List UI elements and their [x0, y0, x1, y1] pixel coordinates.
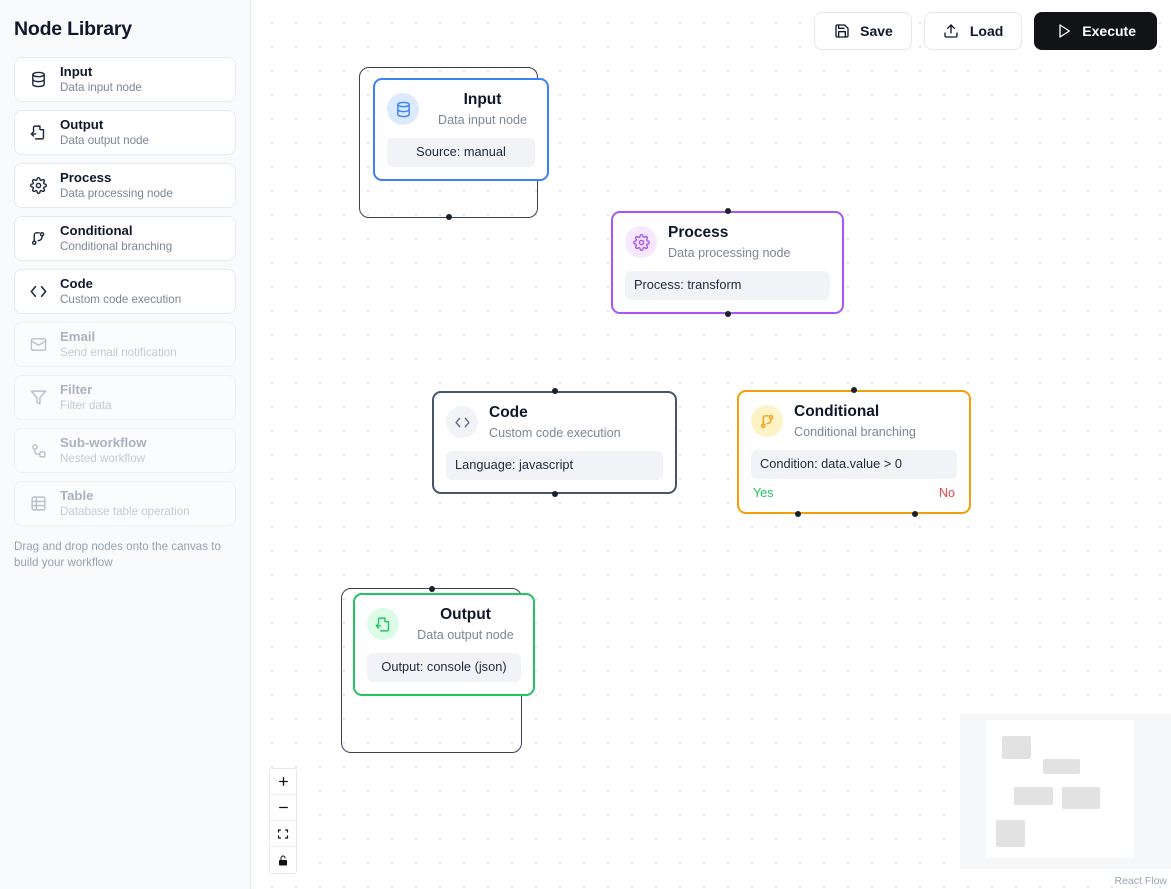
code-brackets-icon: [27, 281, 49, 303]
flow-canvas[interactable]: Save Load Execute: [251, 0, 1171, 889]
sidebar-item-table: Table Database table operation: [14, 481, 236, 526]
git-branch-icon: [751, 405, 783, 437]
gear-icon: [625, 226, 657, 258]
node-subtitle: Data processing node: [668, 245, 791, 260]
sidebar-hint: Drag and drop nodes onto the canvas to b…: [14, 540, 221, 569]
node-chip: Process: transform: [625, 270, 830, 300]
play-icon: [1055, 23, 1072, 40]
node-subtitle: Custom code execution: [489, 425, 621, 440]
minimap-viewport: [986, 720, 1134, 858]
sidebar-item-conditional[interactable]: Conditional Conditional branching: [14, 216, 236, 261]
file-output-icon: [27, 122, 49, 144]
sidebar-item-filter: Filter Filter data: [14, 375, 236, 420]
workflow-icon: [27, 440, 49, 462]
sidebar-item-desc: Data input node: [60, 80, 142, 94]
save-button-label: Save: [860, 23, 893, 39]
sidebar-item-label: Table: [60, 487, 94, 503]
execute-button-label: Execute: [1082, 23, 1136, 39]
sidebar-item-desc: Conditional branching: [60, 239, 173, 253]
upload-icon: [943, 23, 960, 40]
node-handle-bottom-no[interactable]: [911, 510, 918, 517]
node-handle-top[interactable]: [551, 388, 558, 394]
node-chip: Output: console (json): [367, 652, 521, 682]
sidebar-item-label: Output: [60, 116, 104, 132]
lock-icon[interactable]: [270, 847, 296, 873]
sidebar-item-desc: Database table operation: [60, 504, 190, 518]
sidebar-item-desc: Nested workflow: [60, 451, 146, 465]
fit-view-icon[interactable]: [270, 821, 296, 847]
sidebar-item-desc: Send email notification: [60, 345, 177, 359]
sidebar-item-sub-workflow: Sub-workflow Nested workflow: [14, 428, 236, 473]
envelope-icon: [27, 334, 49, 356]
sidebar-item-label: Conditional: [60, 222, 133, 238]
flow-node-output[interactable]: Output Data output node Output: console …: [353, 593, 535, 696]
database-icon: [27, 69, 49, 91]
execute-button[interactable]: Execute: [1034, 12, 1157, 50]
sidebar-item-label: Sub-workflow: [60, 434, 147, 450]
node-title: Process: [668, 224, 729, 241]
sidebar-item-label: Email: [60, 328, 96, 344]
conditional-yes-label: Yes: [753, 485, 774, 500]
node-handle-bottom[interactable]: [724, 310, 731, 317]
sidebar-item-desc: Data output node: [60, 133, 149, 147]
code-brackets-icon: [446, 406, 478, 438]
page-title: Node Library: [14, 18, 132, 40]
node-title: Output: [440, 606, 491, 623]
canvas-controls: [269, 768, 297, 874]
canvas-toolbar: Save Load Execute: [814, 12, 1157, 50]
floppy-disk-icon: [833, 23, 850, 40]
sidebar-item-output[interactable]: Output Data output node: [14, 110, 236, 155]
conditional-no-label: No: [938, 485, 955, 500]
node-title: Code: [489, 404, 528, 421]
sidebar-item-label: Process: [60, 169, 112, 185]
file-output-icon: [367, 608, 399, 640]
node-handle-top[interactable]: [851, 387, 857, 393]
sidebar-item-code[interactable]: Code Custom code execution: [14, 269, 236, 314]
database-icon: [387, 93, 419, 125]
flow-node-code[interactable]: Code Custom code execution Language: jav…: [432, 388, 677, 497]
node-library-sidebar: Node Library Input Data input node Outpu…: [0, 0, 251, 889]
minimap-node: [1062, 787, 1100, 809]
load-button[interactable]: Load: [923, 12, 1023, 50]
zoom-in-icon[interactable]: [270, 769, 296, 795]
flow-node-conditional[interactable]: Conditional Conditional branching Condit…: [737, 387, 971, 517]
node-subtitle: Data input node: [438, 112, 527, 127]
minimap-node: [996, 820, 1025, 847]
minimap-node: [1014, 787, 1053, 805]
git-branch-icon: [27, 228, 49, 250]
load-button-label: Load: [969, 23, 1004, 39]
node-chip: Source: manual: [387, 137, 535, 167]
flow-node-process[interactable]: Process Data processing node Process: tr…: [611, 208, 844, 317]
node-handle-bottom-yes[interactable]: [795, 510, 802, 517]
sidebar-item-desc: Data processing node: [60, 186, 173, 200]
sidebar-item-input[interactable]: Input Data input node: [14, 57, 236, 102]
funnel-icon: [27, 387, 49, 409]
node-subtitle: Data output node: [417, 627, 514, 642]
node-handle-top[interactable]: [724, 208, 731, 214]
sidebar-item-label: Filter: [60, 381, 93, 397]
minimap-node: [1002, 736, 1031, 759]
sidebar-item-label: Input: [60, 63, 93, 79]
node-title: Conditional: [794, 403, 880, 420]
sidebar-item-label: Code: [60, 275, 93, 291]
sidebar-item-desc: Filter data: [60, 398, 112, 412]
minimap[interactable]: [960, 714, 1171, 869]
sidebar-item-desc: Custom code execution: [60, 292, 182, 306]
minimap-node: [1043, 759, 1080, 774]
node-title: Input: [463, 91, 502, 108]
zoom-out-icon[interactable]: [270, 795, 296, 821]
node-handle-bottom[interactable]: [445, 214, 452, 220]
gear-icon: [27, 175, 49, 197]
save-button[interactable]: Save: [814, 12, 912, 50]
node-subtitle: Conditional branching: [794, 424, 916, 439]
flow-node-input[interactable]: Input Data input node Source: manual: [373, 78, 549, 181]
sidebar-item-process[interactable]: Process Data processing node: [14, 163, 236, 208]
react-flow-attribution[interactable]: React Flow: [1114, 875, 1167, 887]
node-chip: Condition: data.value > 0: [751, 449, 957, 479]
node-chip: Language: javascript: [446, 450, 663, 480]
node-handle-top[interactable]: [428, 586, 435, 592]
sidebar-item-email: Email Send email notification: [14, 322, 236, 367]
node-handle-bottom[interactable]: [551, 490, 558, 497]
table-icon: [27, 493, 49, 515]
